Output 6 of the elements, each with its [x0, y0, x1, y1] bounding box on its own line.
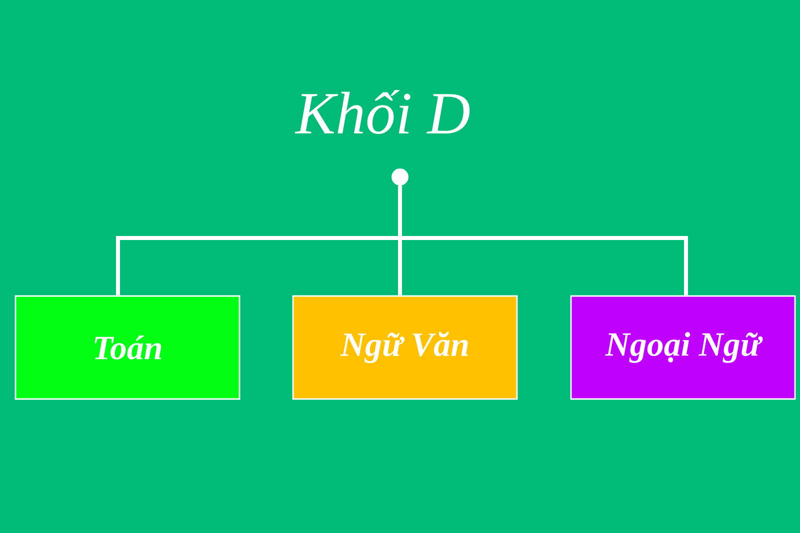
- connector-line: [398, 186, 688, 296]
- subject-box: Ngoại Ngữ: [570, 295, 796, 400]
- junction-dot: [392, 168, 408, 186]
- title: Khối D: [294, 90, 470, 134]
- subject-box: Ngữ Văn: [292, 295, 518, 400]
- subject-box: Toán: [14, 295, 240, 400]
